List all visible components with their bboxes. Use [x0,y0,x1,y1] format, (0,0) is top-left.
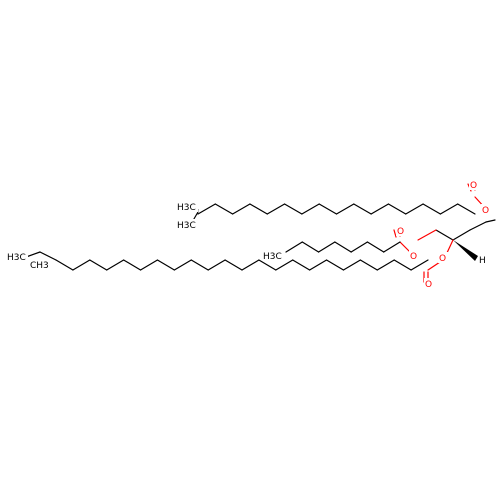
bond-55 [309,259,328,271]
bond-2 [469,221,487,231]
atom-ch3-ethyl: H3C [7,253,26,263]
bond-9 [197,203,216,215]
bond-56 [325,259,345,271]
bond-43 [106,259,125,271]
bond-17 [335,203,355,215]
atom-o-ester-top: O [482,206,489,216]
bond-46 [156,259,175,271]
atom-ch3-iso-top: H3C [177,203,196,213]
bond-49 [207,259,226,271]
bond-1 [435,229,454,241]
bond-11 [232,203,251,215]
bond-34 [350,241,369,253]
bond-12 [249,203,268,215]
atom-ch3-iso-bottom: H3C [177,221,196,231]
bond-58 [359,259,378,271]
bond-33 [334,241,352,253]
bond-14 [283,203,303,215]
bond-30 [285,241,303,253]
bond-41 [72,259,91,271]
bond-51 [241,259,260,271]
bond-18 [353,203,372,215]
atom-o-carbonyl-top: O [470,181,477,191]
bond-32 [317,241,336,253]
bond-48 [190,259,209,271]
bond-52 [258,259,277,271]
bond-50 [224,259,243,271]
atom-o-ester-bottom: O [439,254,446,264]
bond-36 [383,241,401,253]
bond-lines [25,182,496,283]
bond-10 [214,203,234,215]
bond-15 [301,203,320,215]
bond-31 [301,241,320,253]
bond-27 [399,241,411,253]
bond-42 [89,259,108,271]
bond-0 [452,229,471,241]
bond-61 [410,259,429,271]
bond-62 [39,251,57,261]
bond-40 [55,259,74,271]
bond-47 [173,259,192,271]
bond-3 [485,219,496,223]
bond-22 [422,203,441,215]
bond-24 [457,203,476,215]
bond-23 [439,203,459,215]
bond-4 [417,229,437,241]
stereo-wedge [453,240,478,261]
bond-60 [393,259,412,271]
bond-59 [376,259,395,271]
bond-35 [366,241,385,253]
bond-57 [342,259,361,271]
atom-o-ester-mid: O [410,252,417,262]
bond-13 [266,203,286,215]
bond-20 [387,203,407,215]
atom-o-carbonyl-bottom: O [425,280,432,290]
bond-21 [405,203,424,215]
bond-45 [139,259,159,271]
bond-54 [292,259,311,271]
bond-53 [275,259,294,271]
bond-29 [393,229,397,238]
bond-44 [123,259,142,271]
bond-63 [25,251,41,258]
bond-16 [318,203,338,215]
atom-labels: O O H3C H3C O O H3C H O O H3C CH3 [6,179,491,290]
atom-ch3-octanoyl: H3C [263,252,282,262]
atom-o-carbonyl-mid: O [397,227,404,237]
atom-h-stereo: H [479,256,486,266]
bond-37 [427,261,441,271]
atom-ch3-branch: CH3 [30,261,49,271]
bond-19 [370,203,390,215]
